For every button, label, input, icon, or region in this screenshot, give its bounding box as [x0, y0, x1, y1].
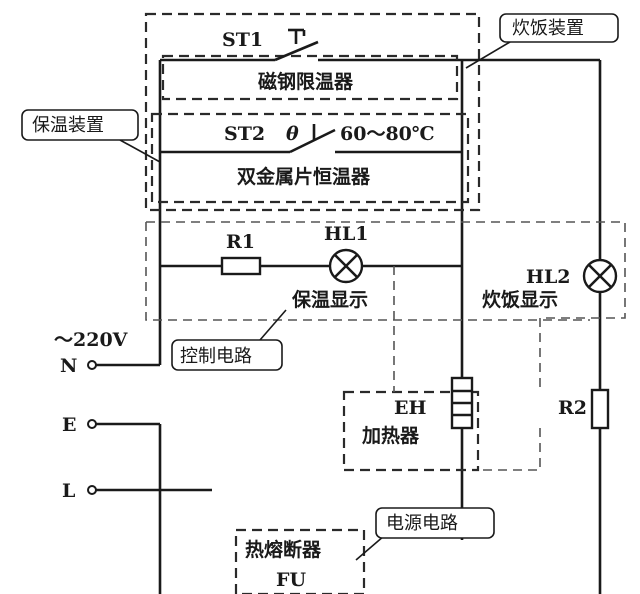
power-circuit-callout: 电源电路 — [355, 507, 495, 561]
theta-label: θ — [286, 123, 299, 145]
dashed-boundaries — [144, 12, 626, 594]
cooking-display-label: 炊饭显示 — [482, 288, 558, 311]
hl2-lamp-icon — [582, 258, 618, 294]
hl2-label: HL2 — [526, 266, 571, 288]
keep-warm-device-callout: 保温装置 — [21, 109, 161, 163]
e-terminal-icon — [87, 419, 97, 429]
hl1-label: HL1 — [324, 223, 369, 245]
cooking-device-callout-text: 炊饭装置 — [512, 18, 584, 39]
r2-label: R2 — [558, 397, 587, 419]
heater-label: 加热器 — [361, 424, 420, 447]
l-terminal-icon — [87, 485, 97, 495]
e-label: E — [62, 414, 76, 436]
fu-label: FU — [276, 569, 306, 591]
bimetal-thermostat-label: 双金属片恒温器 — [237, 165, 371, 188]
voltage-label: ～220V — [54, 329, 129, 351]
temp-range-label: 60～80℃ — [340, 123, 435, 145]
n-label: N — [60, 355, 77, 377]
st2-switch-icon — [289, 124, 336, 154]
power-circuit-callout-text: 电源电路 — [386, 513, 458, 534]
keep-warm-display-label: 保温显示 — [291, 288, 368, 311]
r1-resistor-icon — [220, 256, 262, 276]
control-circuit-callout: 控制电路 — [171, 309, 287, 371]
magnetic-limiter-label: 磁钢限温器 — [258, 70, 354, 93]
st1-label: ST1 — [222, 29, 263, 51]
r2-resistor-icon — [590, 388, 610, 430]
st2-label: ST2 — [224, 123, 265, 145]
st1-switch-icon — [274, 28, 319, 62]
hl1-lamp-icon — [328, 248, 364, 284]
cooking-device-callout: 炊饭装置 — [465, 13, 619, 69]
eh-heater-icon — [450, 376, 474, 430]
n-terminal-icon — [87, 360, 97, 370]
r1-label: R1 — [226, 231, 255, 253]
keep-warm-device-callout-text: 保温装置 — [32, 115, 104, 136]
l-label: L — [62, 480, 75, 502]
fuse-name-label: 热熔断器 — [245, 538, 322, 561]
control-circuit-callout-text: 控制电路 — [180, 346, 252, 367]
eh-label: EH — [394, 397, 426, 419]
circuit-wires — [96, 58, 602, 594]
